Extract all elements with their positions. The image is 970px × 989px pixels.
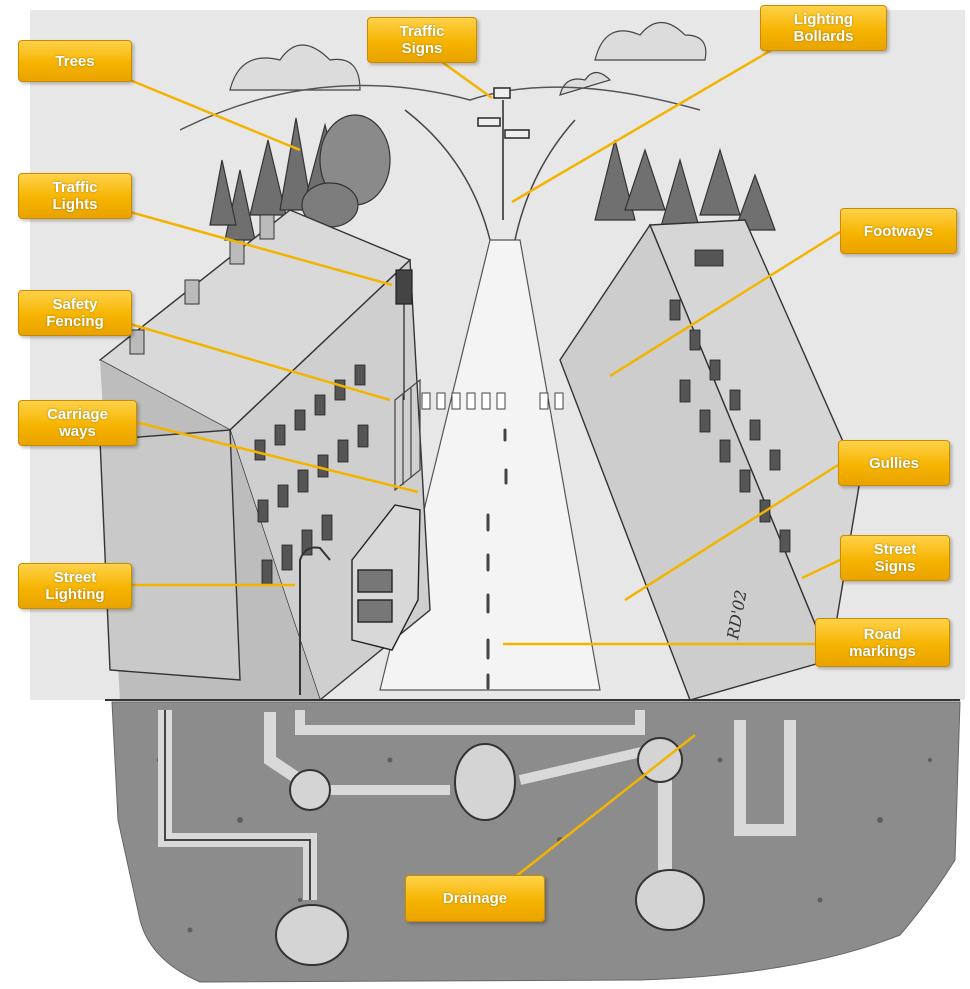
label-traffic-lights: Traffic Lights — [18, 173, 132, 219]
label-gullies: Gullies — [838, 440, 950, 486]
label-drainage: Drainage — [405, 875, 545, 922]
label-street-signs: Street Signs — [840, 535, 950, 581]
label-safety-fencing: Safety Fencing — [18, 290, 132, 336]
label-footways: Footways — [840, 208, 957, 254]
label-trees: Trees — [18, 40, 132, 82]
label-road-markings: Road markings — [815, 618, 950, 667]
label-street-lighting: Street Lighting — [18, 563, 132, 609]
label-traffic-signs: Traffic Signs — [367, 17, 477, 63]
label-carriage-ways: Carriage ways — [18, 400, 137, 446]
label-lighting-bollards: Lighting Bollards — [760, 5, 887, 51]
